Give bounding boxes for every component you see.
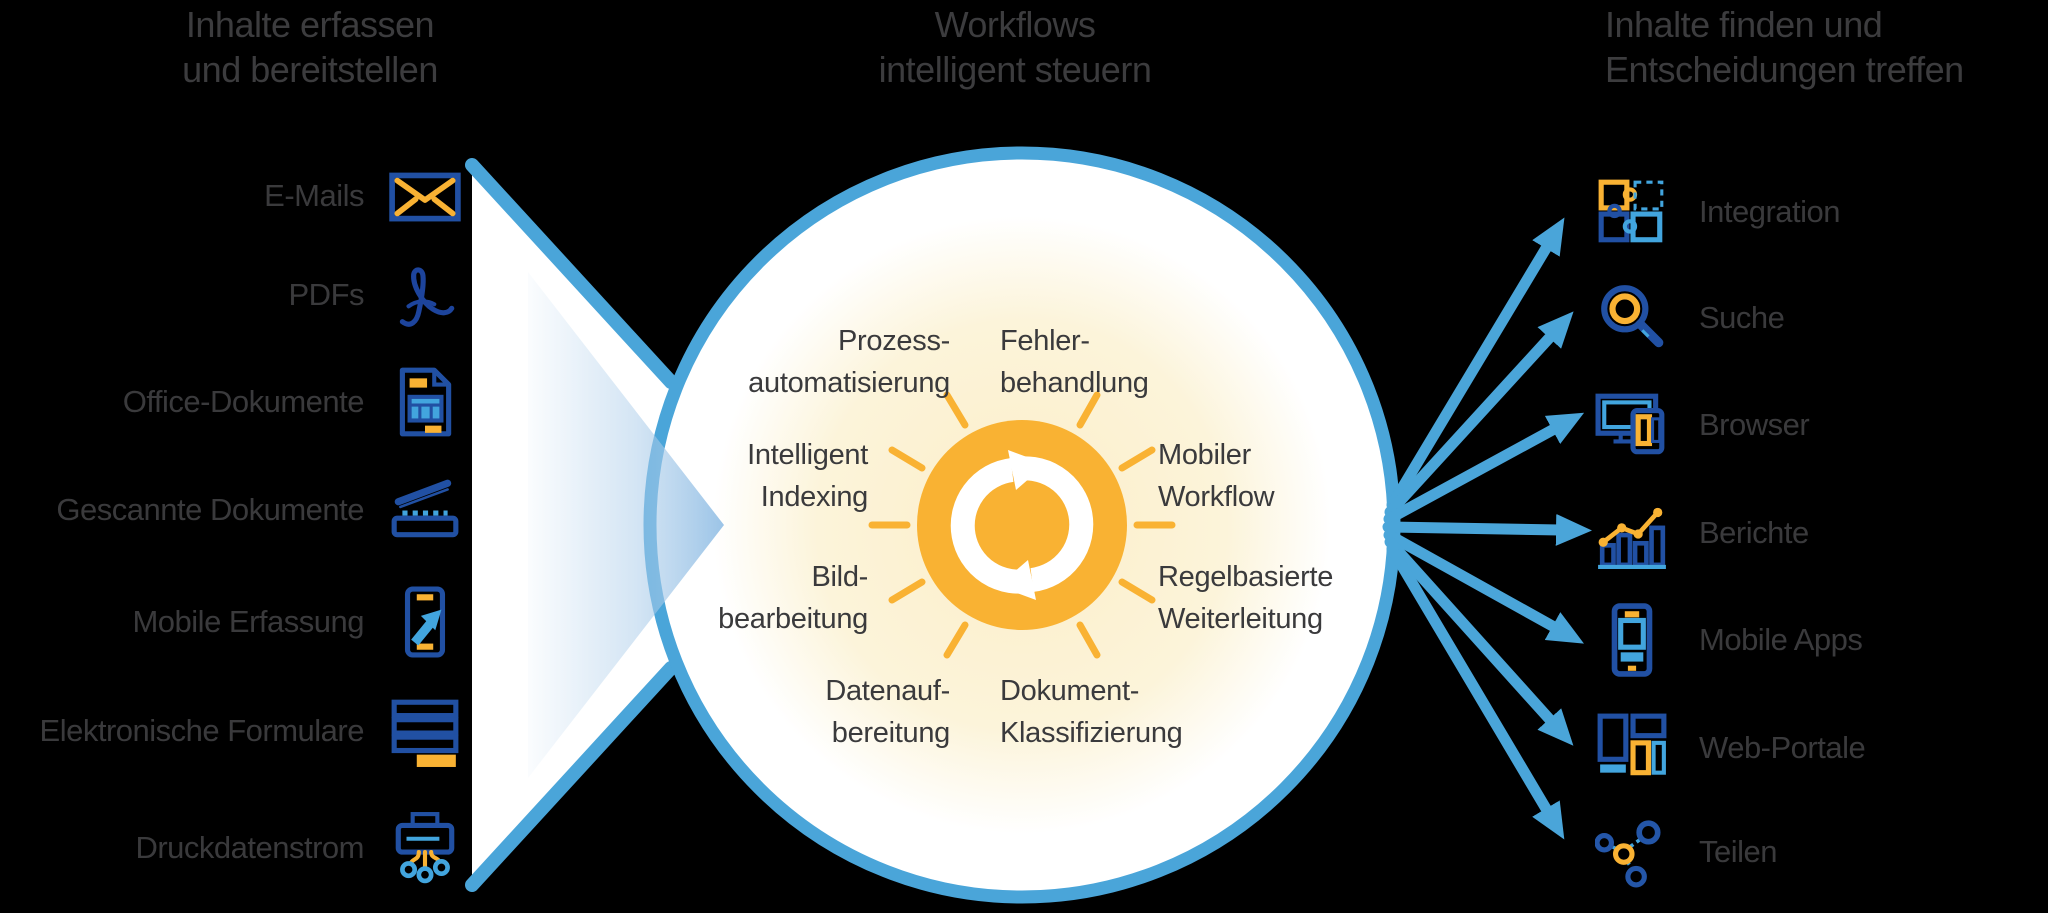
print-stream-icon bbox=[395, 812, 455, 884]
workflow-label-mobiler-workflow: Mobiler Workflow bbox=[1158, 434, 1488, 518]
right-item-label: Web-Portale bbox=[1699, 730, 1866, 765]
left-item-label: E-Mails bbox=[264, 178, 364, 213]
workflow-label-line: behandlung bbox=[1000, 367, 1149, 399]
workflow-label-line: Intelligent bbox=[747, 439, 868, 471]
chart-icon bbox=[1598, 507, 1666, 569]
workflow-label-fehlerbehandlung: Fehler- behandlung bbox=[1000, 320, 1340, 404]
right-item-mobile-apps: Mobile Apps bbox=[1595, 592, 2048, 688]
scanner-icon bbox=[391, 479, 459, 538]
header-line: intelligent steuern bbox=[878, 49, 1152, 90]
left-item-scanned-docs: Gescannte Dokumente bbox=[0, 462, 462, 558]
center-column-header: Workflows intelligent steuern bbox=[745, 2, 1285, 92]
left-item-label: Office-Dokumente bbox=[122, 384, 365, 419]
right-item-label: Browser bbox=[1699, 407, 1810, 442]
office-document-icon bbox=[399, 367, 452, 437]
workflow-label-line: Datenauf- bbox=[825, 675, 950, 707]
left-item-label: Mobile Erfassung bbox=[132, 604, 364, 639]
workflow-label-line: Workflow bbox=[1158, 481, 1275, 513]
magnifier-icon bbox=[1601, 285, 1664, 348]
right-column-header: Inhalte finden und Entscheidungen treffe… bbox=[1605, 2, 2048, 92]
workflow-label-line: bearbeitung bbox=[718, 603, 868, 635]
header-line: Workflows bbox=[934, 4, 1096, 45]
right-item-label: Berichte bbox=[1699, 515, 1809, 550]
workflow-label-line: Prozess- bbox=[837, 325, 950, 357]
forms-icon bbox=[391, 699, 459, 767]
workflow-label-line: Dokument- bbox=[1000, 675, 1140, 707]
left-item-office-docs: Office-Dokumente bbox=[0, 354, 462, 450]
right-item-browser: Browser bbox=[1595, 377, 2048, 473]
right-item-label: Integration bbox=[1699, 194, 1841, 229]
header-line: und bereitstellen bbox=[182, 49, 438, 90]
left-item-eforms: Elektronische Formulare bbox=[0, 683, 462, 779]
right-item-web-portale: Web-Portale bbox=[1595, 700, 2048, 796]
workflow-label-line: Fehler- bbox=[1000, 325, 1090, 357]
sync-arrows-icon bbox=[868, 391, 1176, 659]
envelope-icon bbox=[389, 172, 461, 222]
right-item-label: Teilen bbox=[1699, 834, 1778, 869]
workflow-label-dokument-klassifizierung: Dokument- Klassifizierung bbox=[1000, 670, 1340, 754]
left-item-mobile-capture: Mobile Erfassung bbox=[0, 574, 462, 670]
funnel-gradient-tip bbox=[528, 272, 724, 778]
devices-icon bbox=[1595, 393, 1665, 455]
workflow-label-line: Mobiler bbox=[1158, 439, 1251, 471]
workflow-label-regelbasierte-weiterleitung: Regelbasierte Weiterleitung bbox=[1158, 556, 1488, 640]
header-line: Inhalte erfassen bbox=[185, 4, 435, 45]
left-item-pdfs: PDFs bbox=[0, 247, 462, 343]
workflow-label-datenaufbereitung: Datenauf- bereitung bbox=[620, 670, 950, 754]
puzzle-icon bbox=[1598, 179, 1664, 243]
right-item-label: Mobile Apps bbox=[1699, 622, 1863, 657]
right-item-integration: Integration bbox=[1595, 164, 2048, 260]
left-column-header: Inhalte erfassen und bereitstellen bbox=[40, 2, 580, 92]
workflow-label-line: Regelbasierte bbox=[1158, 561, 1334, 593]
left-item-label: Elektronische Formulare bbox=[39, 713, 365, 748]
fan-arrows bbox=[1382, 217, 1592, 840]
workflow-label-line: Bild- bbox=[811, 561, 868, 593]
workflow-label-line: Weiterleitung bbox=[1158, 603, 1323, 635]
layout-grid-icon bbox=[1597, 713, 1667, 776]
smartphone-icon bbox=[1611, 603, 1653, 677]
workflow-label-intelligent-indexing: Intelligent Indexing bbox=[538, 434, 868, 518]
workflow-label-line: Indexing bbox=[760, 481, 869, 513]
workflow-label-bildbearbeitung: Bild- bearbeitung bbox=[538, 556, 868, 640]
right-item-label: Suche bbox=[1699, 300, 1785, 335]
header-line: Inhalte finden und bbox=[1605, 4, 1883, 45]
workflow-label-line: automatisierung bbox=[748, 367, 950, 399]
left-item-label: PDFs bbox=[288, 277, 365, 312]
right-item-suche: Suche bbox=[1595, 270, 2048, 366]
right-item-berichte: Berichte bbox=[1595, 485, 2048, 581]
sun-rays bbox=[868, 391, 1176, 659]
left-item-emails: E-Mails bbox=[0, 148, 462, 244]
header-line: Entscheidungen treffen bbox=[1605, 49, 1964, 90]
workflow-label-prozessautomatisierung: Prozess- automatisierung bbox=[620, 320, 950, 404]
left-item-label: Gescannte Dokumente bbox=[56, 492, 364, 527]
pdf-icon bbox=[399, 267, 455, 327]
workflow-label-line: Klassifizierung bbox=[1000, 717, 1183, 749]
right-item-teilen: Teilen bbox=[1595, 804, 2048, 900]
mobile-capture-icon bbox=[404, 586, 446, 658]
share-network-icon bbox=[1595, 820, 1661, 888]
left-item-print-stream: Druckdatenstrom bbox=[0, 800, 462, 896]
workflow-label-line: bereitung bbox=[831, 717, 951, 749]
left-item-label: Druckdatenstrom bbox=[135, 830, 364, 865]
